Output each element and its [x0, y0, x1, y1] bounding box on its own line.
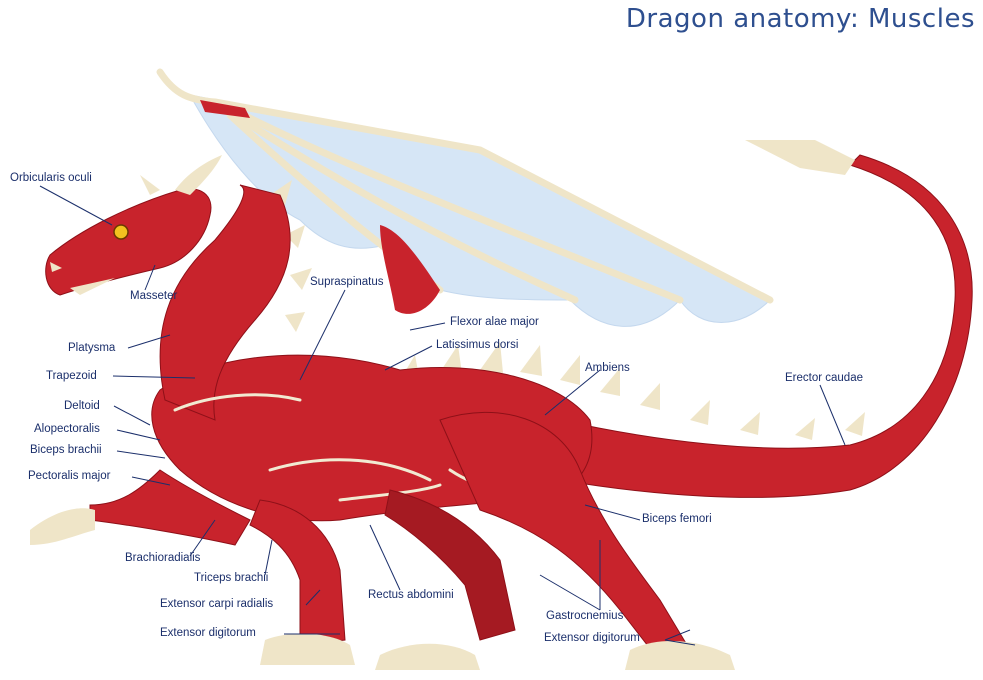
head-horn: [175, 155, 222, 195]
label-extensor-carpi-radialis: Extensor carpi radialis: [160, 598, 273, 610]
tail-tip: [745, 140, 855, 175]
label-gastrocnemius: Gastrocnemius: [546, 610, 623, 622]
label-flexor-alae-major: Flexor alae major: [450, 316, 539, 328]
label-extensor-digitorum-front: Extensor digitorum: [160, 627, 256, 639]
label-pectoralis-major: Pectoralis major: [28, 470, 110, 482]
label-ambiens: Ambiens: [585, 362, 630, 374]
diagram-title: Dragon anatomy: Muscles: [626, 4, 975, 34]
label-trapezoid: Trapezoid: [46, 370, 97, 382]
label-brachioradialis: Brachioradialis: [125, 552, 200, 564]
label-orbicularis-oculi: Orbicularis oculi: [10, 172, 92, 184]
front-claws: [30, 508, 95, 545]
label-extensor-digitorum-hind: Extensor digitorum: [544, 632, 640, 644]
label-platysma: Platysma: [68, 342, 115, 354]
label-triceps-brachii: Triceps brachii: [194, 572, 268, 584]
label-masseter: Masseter: [130, 290, 177, 302]
label-biceps-femori: Biceps femori: [642, 513, 712, 525]
label-supraspinatus: Supraspinatus: [310, 276, 384, 288]
label-rectus-abdomini: Rectus abdomini: [368, 589, 454, 601]
label-biceps-brachii: Biceps brachii: [30, 444, 102, 456]
label-deltoid: Deltoid: [64, 400, 100, 412]
hind-foot-rear: [625, 641, 735, 670]
hind-foot-front: [375, 644, 480, 670]
label-latissimus-dorsi: Latissimus dorsi: [436, 339, 518, 351]
label-erector-caudae: Erector caudae: [785, 372, 863, 384]
eye: [114, 225, 128, 239]
label-alopectoralis: Alopectoralis: [34, 423, 100, 435]
